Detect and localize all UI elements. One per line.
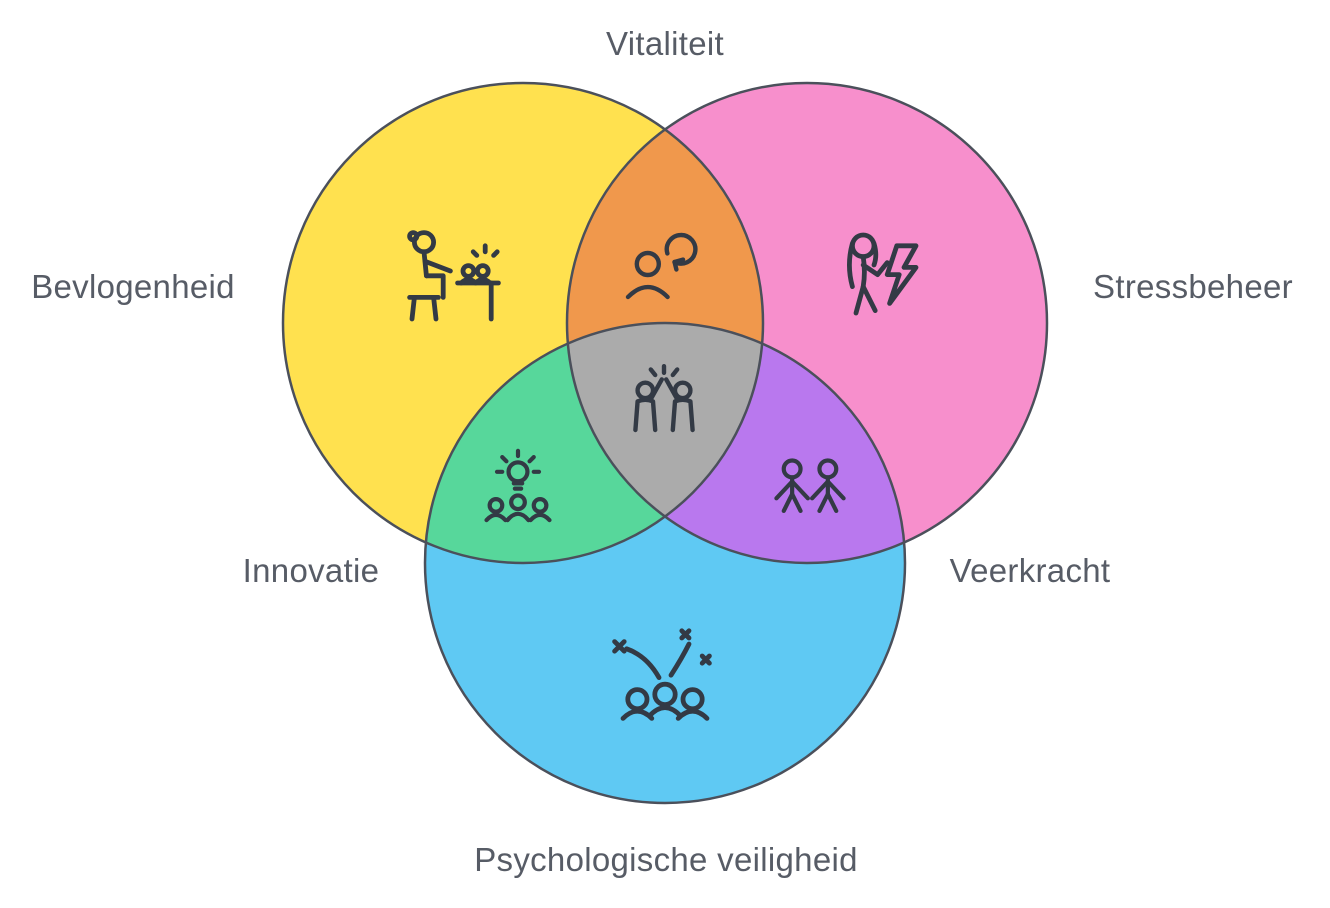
mentoring-icon xyxy=(407,230,501,322)
overlap-veerkracht xyxy=(567,323,905,563)
venn-label-innovatie: Innovatie xyxy=(242,552,380,589)
overlap-innovatie xyxy=(425,323,763,563)
circle-outline-left xyxy=(281,81,765,565)
circle-outline-right xyxy=(565,81,1049,565)
venn-label-stressbeheer: Stressbeheer xyxy=(1093,268,1293,305)
venn-label-vitaliteit: Vitaliteit xyxy=(606,25,724,62)
stress-icon xyxy=(847,232,919,316)
venn-label-bevlogenheid: Bevlogenheid xyxy=(31,268,235,305)
circle-outline-bottom xyxy=(423,321,907,805)
team-idea-icon xyxy=(484,448,552,523)
venn-label-psychologische-veiligheid: Psychologische veiligheid xyxy=(474,841,858,878)
linked-arms-icon xyxy=(774,458,846,513)
venn-label-veerkracht: Veerkracht xyxy=(949,552,1111,589)
celebration-icon xyxy=(612,628,712,721)
high-five-icon xyxy=(633,363,695,433)
renewal-icon xyxy=(625,232,698,300)
